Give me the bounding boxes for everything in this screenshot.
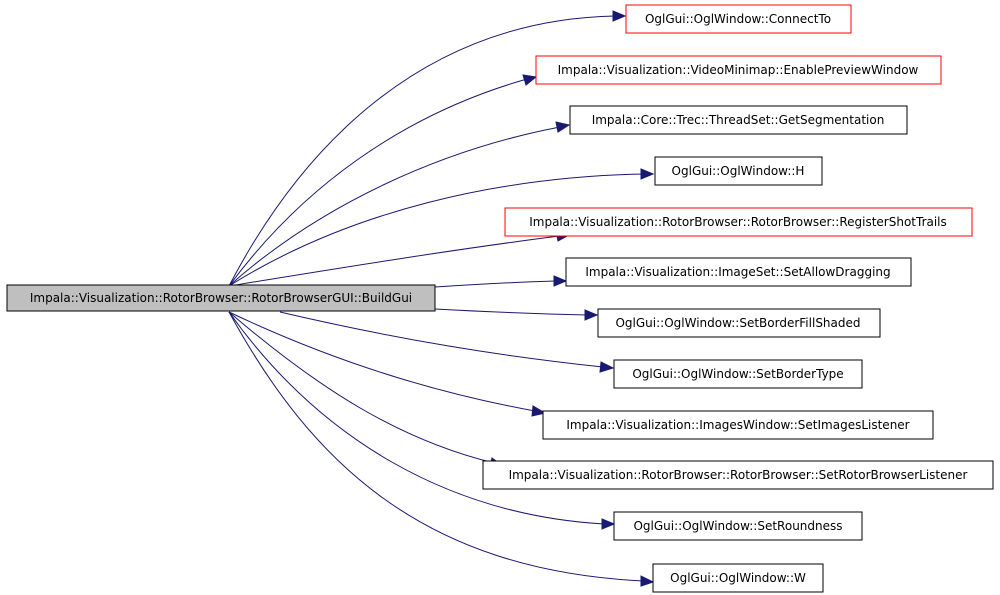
node-setroundness-label: OglGui::OglWindow::SetRoundness	[633, 519, 842, 533]
edge-h-arrowhead	[640, 168, 655, 180]
node-w-box[interactable]	[652, 563, 824, 593]
node-setimageslistener-label: Impala::Visualization::ImagesWindow::Set…	[566, 418, 909, 432]
node-getsegmentation-box[interactable]	[569, 105, 908, 135]
edge-connectto-arrowhead	[612, 10, 627, 22]
call-nodes: Impala::Visualization::RotorBrowser::Rot…	[6, 4, 994, 593]
node-enablepreviewwindow-box[interactable]	[535, 55, 942, 85]
edge-enablepreviewwindow	[228, 78, 528, 287]
node-connectto-label: OglGui::OglWindow::ConnectTo	[645, 12, 831, 26]
edge-setallowdragging-arrowhead	[553, 275, 568, 287]
node-registershottrails-label: Impala::Visualization::RotorBrowser::Rot…	[529, 215, 947, 229]
node-w-label: OglGui::OglWindow::W	[670, 571, 806, 585]
node-getsegmentation-label: Impala::Core::Trec::ThreadSet::GetSegmen…	[592, 113, 885, 127]
source-node-label: Impala::Visualization::RotorBrowser::Rot…	[30, 291, 412, 305]
edge-getsegmentation	[228, 126, 561, 287]
edge-w	[228, 311, 644, 582]
edge-enablepreviewwindow-arrowhead	[522, 74, 538, 86]
edge-setroundness-arrowhead	[601, 518, 616, 530]
node-setbordertype-box[interactable]	[613, 359, 863, 389]
edge-setbordertype-arrowhead	[599, 361, 615, 373]
edge-setimageslistener-arrowhead	[531, 405, 547, 417]
edge-setroundness	[228, 311, 605, 525]
node-connectto-box[interactable]	[625, 4, 852, 34]
node-setimageslistener-box[interactable]	[542, 410, 934, 440]
node-setbordertype-label: OglGui::OglWindow::SetBorderType	[632, 367, 843, 381]
node-registershottrails-box[interactable]	[504, 207, 973, 237]
edge-connectto	[228, 15, 616, 287]
source-node-box[interactable]	[6, 284, 436, 312]
edge-setallowdragging	[434, 280, 557, 288]
edge-w-arrowhead	[640, 575, 655, 587]
node-setrotorbrowserlistener-label: Impala::Visualization::RotorBrowser::Rot…	[509, 468, 968, 482]
node-enablepreviewwindow-label: Impala::Visualization::VideoMinimap::Ena…	[558, 63, 919, 77]
node-h-box[interactable]	[654, 156, 823, 186]
edge-setimageslistener	[228, 311, 536, 412]
node-h-label: OglGui::OglWindow::H	[672, 164, 805, 178]
node-setborderfillshaded-box[interactable]	[597, 308, 881, 338]
edge-getsegmentation-arrowhead	[555, 121, 571, 133]
node-setroundness-box[interactable]	[613, 511, 863, 541]
node-setallowdragging-box[interactable]	[565, 257, 912, 287]
edge-setbordertype	[279, 311, 604, 368]
edge-setrotorbrowserlistener	[228, 311, 495, 464]
edge-registershottrails	[228, 235, 560, 287]
edge-h	[228, 173, 644, 287]
node-setallowdragging-label: Impala::Visualization::ImageSet::SetAllo…	[585, 265, 890, 279]
edge-setborderfillshaded	[434, 308, 588, 316]
node-setrotorbrowserlistener-box[interactable]	[482, 460, 994, 490]
node-setborderfillshaded-label: OglGui::OglWindow::SetBorderFillShaded	[615, 316, 860, 330]
edge-setborderfillshaded-arrowhead	[584, 309, 599, 321]
